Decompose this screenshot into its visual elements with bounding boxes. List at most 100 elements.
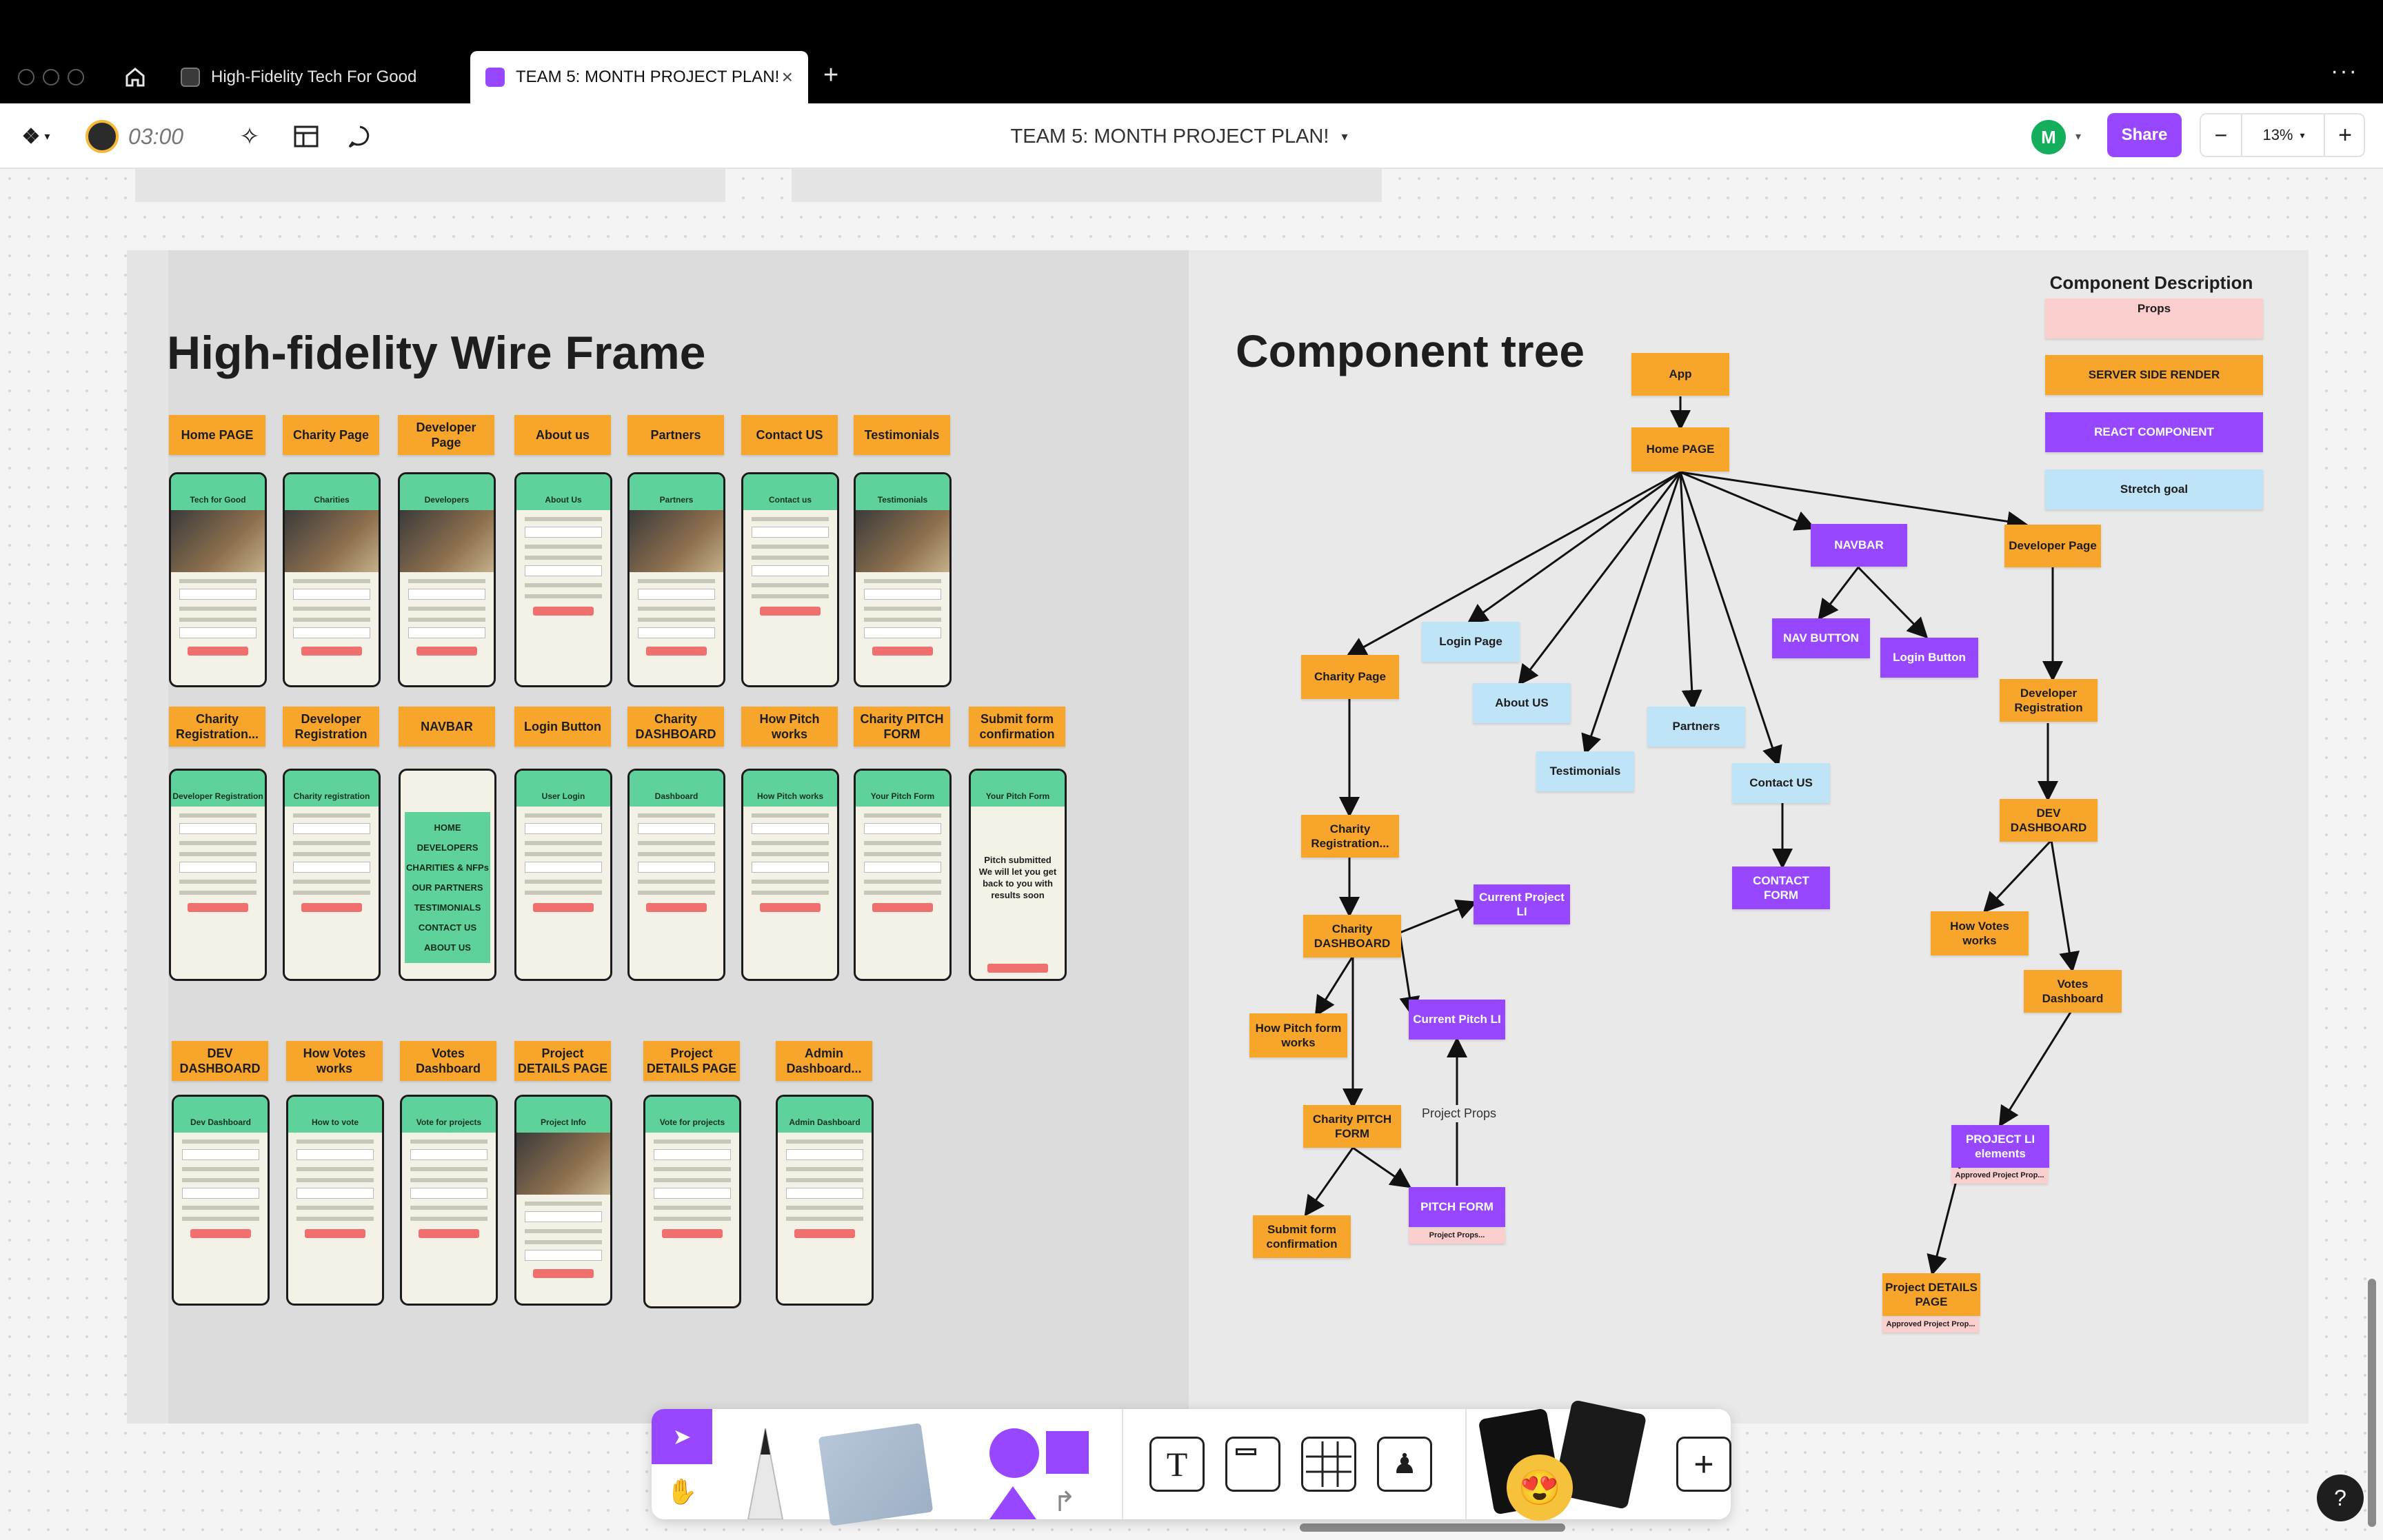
wireframe-phone[interactable]: Your Pitch Form xyxy=(854,769,952,981)
share-button[interactable]: Share xyxy=(2107,113,2182,157)
wireframe-label[interactable]: Admin Dashboard... xyxy=(776,1041,872,1081)
wireframe-label[interactable]: How Pitch works xyxy=(741,707,838,747)
new-tab-icon[interactable]: + xyxy=(823,61,839,90)
legend-server-side-render[interactable]: SERVER SIDE RENDER xyxy=(2045,355,2263,395)
legend-props[interactable]: Props xyxy=(2045,298,2263,338)
templates-icon[interactable] xyxy=(290,120,323,153)
stamp-tool-button[interactable]: ♟ xyxy=(1377,1437,1432,1492)
node-charity-pitch-form[interactable]: Charity PITCH FORM xyxy=(1303,1105,1401,1148)
node-developer-registration[interactable]: Developer Registration xyxy=(2000,679,2098,722)
node-app[interactable]: App xyxy=(1631,353,1729,396)
file-title-dropdown[interactable]: TEAM 5: MONTH PROJECT PLAN!▾ xyxy=(993,119,1365,154)
wireframe-label[interactable]: Submit form confirmation xyxy=(969,707,1065,747)
tab-team5[interactable]: TEAM 5: MONTH PROJECT PLAN! × xyxy=(470,51,808,103)
wireframe-phone[interactable]: Charities xyxy=(283,472,381,687)
node-pitch-form[interactable]: PITCH FORM xyxy=(1409,1187,1505,1227)
wireframe-label[interactable]: Home PAGE xyxy=(169,415,265,455)
node-partners[interactable]: Partners xyxy=(1647,707,1745,747)
node-about-us[interactable]: About US xyxy=(1473,683,1571,723)
node-current-project-li[interactable]: Current Project LI xyxy=(1474,884,1570,924)
home-icon[interactable] xyxy=(121,63,149,91)
timer-widget[interactable]: 03:00 xyxy=(86,119,210,154)
node-nav-button[interactable]: NAV BUTTON xyxy=(1772,618,1870,658)
node-how-votes-works[interactable]: How Votes works xyxy=(1931,911,2029,955)
chevron-down-icon[interactable]: ▾ xyxy=(2075,131,2082,143)
props-tag[interactable]: Project Props... xyxy=(1409,1228,1505,1244)
minimize-window-icon[interactable] xyxy=(43,69,59,85)
wireframe-phone[interactable]: Dashboard xyxy=(627,769,725,981)
help-button[interactable]: ? xyxy=(2317,1475,2364,1521)
node-current-pitch-li[interactable]: Current Pitch LI xyxy=(1409,1000,1505,1040)
avatar[interactable]: M xyxy=(2031,120,2066,154)
wireframe-label[interactable]: Login Button xyxy=(514,707,611,747)
more-menu-icon[interactable]: ··· xyxy=(2331,58,2358,84)
section-tool-button[interactable] xyxy=(1225,1437,1280,1492)
node-contact-us[interactable]: Contact US xyxy=(1732,763,1830,803)
wireframe-label[interactable]: About us xyxy=(514,415,611,455)
node-project-details-page[interactable]: Project DETAILS PAGE xyxy=(1882,1273,1980,1316)
wireframe-phone[interactable]: Vote for projects xyxy=(643,1095,741,1308)
wireframe-label[interactable]: Developer Page xyxy=(398,415,494,455)
node-how-pitch-form[interactable]: How Pitch form works xyxy=(1249,1013,1347,1057)
node-charity-page[interactable]: Charity Page xyxy=(1301,655,1399,699)
widgets-tray[interactable]: 😍 xyxy=(1478,1399,1658,1521)
node-testimonials[interactable]: Testimonials xyxy=(1536,751,1634,791)
canvas[interactable]: High-fidelity Wire Frame Component tree … xyxy=(0,169,2383,1540)
node-charity-dashboard[interactable]: Charity DASHBOARD xyxy=(1303,915,1401,958)
wireframe-phone[interactable]: Charity registration xyxy=(283,769,381,981)
more-tools-button[interactable]: + xyxy=(1676,1437,1731,1492)
wireframe-phone[interactable]: Developer Registration xyxy=(169,769,267,981)
wireframe-phone[interactable]: Testimonials xyxy=(854,472,952,687)
zoom-out-button[interactable]: − xyxy=(2201,114,2242,156)
wireframe-label[interactable]: Votes Dashboard xyxy=(400,1041,496,1081)
legend-react-component[interactable]: REACT COMPONENT xyxy=(2045,412,2263,452)
tab-tech-for-good[interactable]: High-Fidelity Tech For Good xyxy=(181,51,470,103)
node-charity-registration[interactable]: Charity Registration... xyxy=(1301,815,1399,858)
select-tool-button[interactable]: ➤ xyxy=(652,1409,712,1464)
wireframe-phone[interactable]: Vote for projects xyxy=(400,1095,498,1306)
wireframe-label[interactable]: Charity PITCH FORM xyxy=(854,707,950,747)
main-menu-button[interactable]: ❖▾ xyxy=(14,121,58,152)
wireframe-label[interactable]: Charity Page xyxy=(283,415,379,455)
sticky-note-tool-button[interactable] xyxy=(818,1423,934,1526)
table-tool-button[interactable] xyxy=(1301,1437,1356,1492)
wireframe-label[interactable]: Testimonials xyxy=(854,415,950,455)
pen-tool-button[interactable] xyxy=(734,1423,796,1520)
hand-tool-button[interactable]: ✋ xyxy=(666,1477,698,1506)
wireframe-phone[interactable]: Dev Dashboard xyxy=(172,1095,270,1306)
wireframe-label[interactable]: Contact US xyxy=(741,415,838,455)
wireframe-label[interactable]: Project DETAILS PAGE xyxy=(514,1041,611,1081)
node-home-page[interactable]: Home PAGE xyxy=(1631,427,1729,472)
wireframe-label[interactable]: Charity DASHBOARD xyxy=(627,707,724,747)
text-tool-button[interactable]: T xyxy=(1149,1437,1205,1492)
node-project-li-elements[interactable]: PROJECT LI elements xyxy=(1951,1125,2049,1168)
wireframe-phone[interactable]: Project Info xyxy=(514,1095,612,1306)
wireframe-phone[interactable]: Developers xyxy=(398,472,496,687)
node-votes-dashboard[interactable]: Votes Dashboard xyxy=(2024,970,2122,1013)
wireframe-label[interactable]: DEV DASHBOARD xyxy=(172,1041,268,1081)
props-tag[interactable]: Approved Project Prop... xyxy=(1951,1168,2048,1184)
wireframe-phone[interactable]: About Us xyxy=(514,472,612,687)
zoom-in-button[interactable]: + xyxy=(2324,114,2365,156)
wireframe-label[interactable]: How Votes works xyxy=(286,1041,383,1081)
node-login-button[interactable]: Login Button xyxy=(1880,638,1978,678)
props-tag[interactable]: Approved Project Prop... xyxy=(1882,1317,1979,1333)
vertical-scrollbar[interactable] xyxy=(2368,1279,2376,1527)
wireframe-phone[interactable]: Contact us xyxy=(741,472,839,687)
node-contact-form[interactable]: CONTACT FORM xyxy=(1732,867,1830,909)
wireframe-label[interactable]: Project DETAILS PAGE xyxy=(643,1041,740,1081)
legend-stretch-goal[interactable]: Stretch goal xyxy=(2045,469,2263,509)
wireframe-phone[interactable]: Tech for Good xyxy=(169,472,267,687)
wireframe-phone[interactable]: Admin Dashboard xyxy=(776,1095,874,1306)
node-dev-dashboard[interactable]: DEV DASHBOARD xyxy=(2000,799,2098,842)
horizontal-scrollbar[interactable] xyxy=(1300,1523,1565,1532)
wireframe-phone[interactable]: How to vote xyxy=(286,1095,384,1306)
shape-tool-button[interactable]: ↱ xyxy=(989,1428,1089,1519)
maximize-window-icon[interactable] xyxy=(68,69,84,85)
wireframe-label[interactable]: Developer Registration xyxy=(283,707,379,747)
node-login-page[interactable]: Login Page xyxy=(1422,622,1520,662)
zoom-level-dropdown[interactable]: 13%▾ xyxy=(2244,114,2324,156)
wireframe-phone[interactable]: How Pitch works xyxy=(741,769,839,981)
